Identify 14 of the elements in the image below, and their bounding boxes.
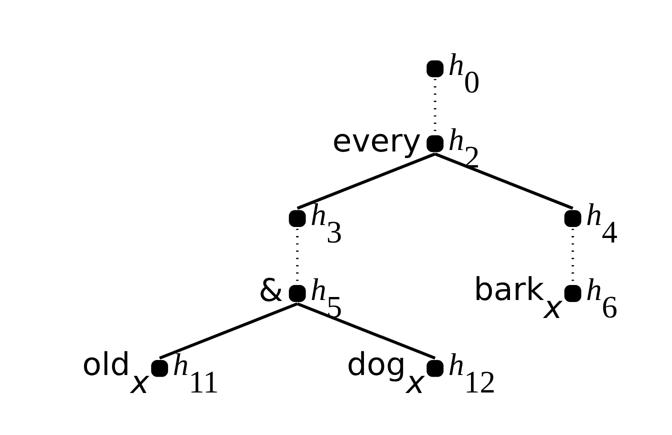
connector	[159, 302, 298, 360]
node-circle	[288, 210, 306, 227]
node-label: every	[332, 122, 422, 159]
node-circle	[288, 284, 306, 302]
node-circle	[426, 359, 444, 376]
connector	[434, 152, 574, 210]
node-label: &	[258, 272, 284, 309]
node-circle	[564, 210, 582, 227]
node-circle	[564, 284, 582, 302]
node-circle	[426, 134, 444, 152]
node-circle	[151, 359, 168, 376]
connector	[296, 152, 436, 210]
connector	[296, 302, 436, 360]
node-circle	[426, 60, 444, 77]
